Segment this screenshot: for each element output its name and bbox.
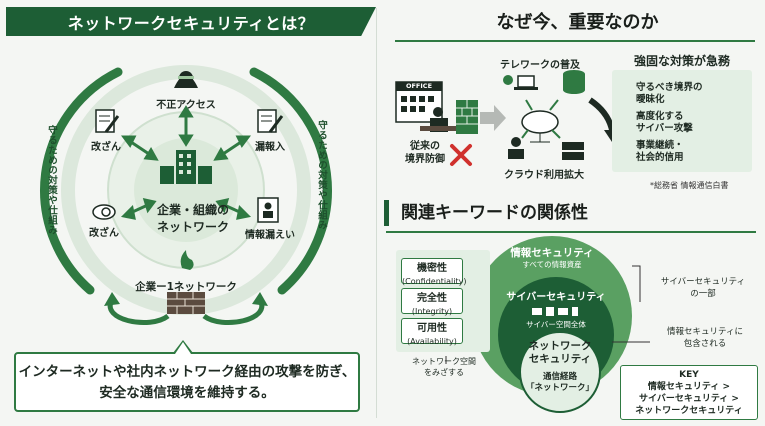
center-label-line1: 企業・組織の xyxy=(156,203,229,217)
cloud-network-icon xyxy=(521,110,559,143)
reason-2-line2: サイバー攻撃 xyxy=(636,123,693,134)
device-icons xyxy=(532,307,578,316)
office-sign: OFFICE xyxy=(405,82,433,90)
eavesdrop-doc-icon xyxy=(257,109,284,133)
panel-divider xyxy=(376,8,377,418)
organization-building-icon xyxy=(160,150,212,184)
cyber-security-sub: サイバー空間全体 xyxy=(526,320,586,329)
source-note: *総務省 情報通信白書 xyxy=(650,181,729,190)
urgency-arrow xyxy=(588,97,615,131)
threat-label-tamper-lower: 改ざん xyxy=(89,228,119,239)
key-line1: 情報セキュリティ > xyxy=(647,382,731,392)
net-space-line1: ネットワーク空間 xyxy=(412,357,476,366)
right-vertical-caption: 守るための対策や仕組み xyxy=(316,120,327,230)
net-space-line2: をみざする xyxy=(424,368,464,377)
cloud-search-icon xyxy=(92,204,116,220)
transition-arrow xyxy=(480,105,506,131)
legacy-label: 従来の 境界防御 xyxy=(400,140,450,166)
network-security-line2: セキュリティ xyxy=(528,353,592,365)
summary-line-2: 安全な通信環境を維持する。 xyxy=(99,385,275,401)
note-cyber-bracket xyxy=(632,265,641,302)
bottom-arrow-left xyxy=(107,298,170,325)
note-info-line2: 包含される xyxy=(683,339,727,349)
cyber-security-label: サイバーセキュリティ xyxy=(506,292,606,303)
why-now-rule xyxy=(395,40,755,42)
right-shield-arc xyxy=(249,67,332,295)
reason-1-line1: 守るべき境界の xyxy=(636,82,703,93)
kw-availability: 可用性 (Availability) xyxy=(401,318,463,346)
kw-confidentiality: 機密性 (Confidentiality) xyxy=(401,258,466,286)
tamper-doc-icon xyxy=(95,109,120,133)
threat-label-leak: 情報漏えい xyxy=(245,230,295,241)
network-security-sub: 通信経路 「ネットワーク」 xyxy=(522,372,598,394)
kw-integrity-en: (Integrity) xyxy=(411,307,453,316)
keyword-rule xyxy=(386,231,756,233)
reason-1-line2: 曖昧化 xyxy=(636,94,665,105)
telework-icon xyxy=(503,75,538,90)
network-security-circle xyxy=(519,331,601,413)
threat-arrows xyxy=(120,105,252,220)
bottom-arrow-right xyxy=(202,298,265,325)
hacker-icon xyxy=(174,71,198,88)
why-now-title: なぜ今、重要なのか xyxy=(496,12,659,33)
kw-integrity-label: 完全性 xyxy=(417,293,447,304)
reasons-box xyxy=(612,70,752,172)
legacy-label-line1: 従来の xyxy=(410,141,440,152)
reason-2: 高度化する サイバー攻撃 xyxy=(636,111,693,135)
note-cyber-line1: サイバーセキュリティ xyxy=(660,277,746,287)
left-vertical-caption: 守るための対策や仕組み xyxy=(46,125,57,235)
telework-label: テレワークの普及 xyxy=(500,60,580,71)
network-security-line1: ネットワーク xyxy=(528,340,592,352)
threat-label-eavesdrop: 漏報入 xyxy=(255,142,285,153)
reason-3: 事業継続・ 社会的信用 xyxy=(636,140,684,164)
reason-3-line1: 事業継続・ xyxy=(636,140,684,151)
kw-integrity: 完全性 (Integrity) xyxy=(401,288,463,316)
info-security-sub: すべての情報資産 xyxy=(522,260,582,269)
note-info: 情報セキュリティに 包含される xyxy=(652,326,758,350)
note-cyber: サイバーセキュリティ の一部 xyxy=(646,276,760,300)
info-security-label: 情報セキュリティ xyxy=(510,247,594,259)
kw-confidentiality-en: (Confidentiality) xyxy=(402,277,467,286)
firewall-caption: 企業ー1ネットワーク xyxy=(135,281,237,293)
server-icon xyxy=(562,142,584,160)
net-space-note: ネットワーク空間 をみざする xyxy=(404,356,484,378)
kw-availability-en: (Availability) xyxy=(407,337,457,346)
network-security-sub-line1: 通信経路 xyxy=(542,372,577,382)
leak-person-icon xyxy=(257,197,279,223)
reason-1: 守るべき境界の 曖昧化 xyxy=(636,82,703,106)
note-info-line1: 情報セキュリティに xyxy=(667,327,743,337)
reason-3-line2: 社会的信用 xyxy=(636,152,684,163)
network-security-sub-line2: 「ネットワーク」 xyxy=(525,383,594,393)
database-icon xyxy=(563,70,585,94)
legacy-failed-icon xyxy=(450,144,472,166)
threat-label-tamper-upper: 改ざん xyxy=(91,142,121,153)
key-box: KEY 情報セキュリティ > サイバーセキュリティ > ネットワークセキュリティ xyxy=(620,365,758,420)
key-title: KEY xyxy=(679,370,699,380)
reason-2-line1: 高度化する xyxy=(636,111,684,122)
threat-label-unauthorized: 不正アクセス xyxy=(156,100,216,111)
summary-bubble: インターネットや社内ネットワーク経由の攻撃を防ぎ、 安全な通信環境を維持する。 xyxy=(14,352,360,412)
left-title: ネットワークセキュリティとは？ xyxy=(6,7,376,36)
urgent-title: 強固な対策が急務 xyxy=(633,54,730,68)
kw-availability-label: 可用性 xyxy=(417,323,447,334)
keyword-title: 関連キーワードの関係性 xyxy=(384,200,588,226)
brick-wall-icon xyxy=(456,100,478,134)
firewall-icon xyxy=(167,250,205,314)
legacy-label-line2: 境界防御 xyxy=(405,154,445,165)
kw-confidentiality-label: 機密性 xyxy=(417,263,447,274)
cloud-label: クラウド利用拡大 xyxy=(504,170,584,181)
summary-line-1: インターネットや社内ネットワーク経由の攻撃を防ぎ、 xyxy=(18,364,356,380)
key-line3: ネットワークセキュリティ xyxy=(635,406,743,416)
office-icon xyxy=(395,81,460,132)
network-security-label: ネットワーク セキュリティ xyxy=(522,340,598,366)
center-label-line2: ネットワーク xyxy=(156,220,229,234)
key-line2: サイバーセキュリティ > xyxy=(639,394,739,404)
note-cyber-line2: の一部 xyxy=(690,289,716,299)
left-shield-arc xyxy=(40,67,123,295)
core-circle xyxy=(134,138,238,242)
remote-worker-icon xyxy=(508,137,524,159)
